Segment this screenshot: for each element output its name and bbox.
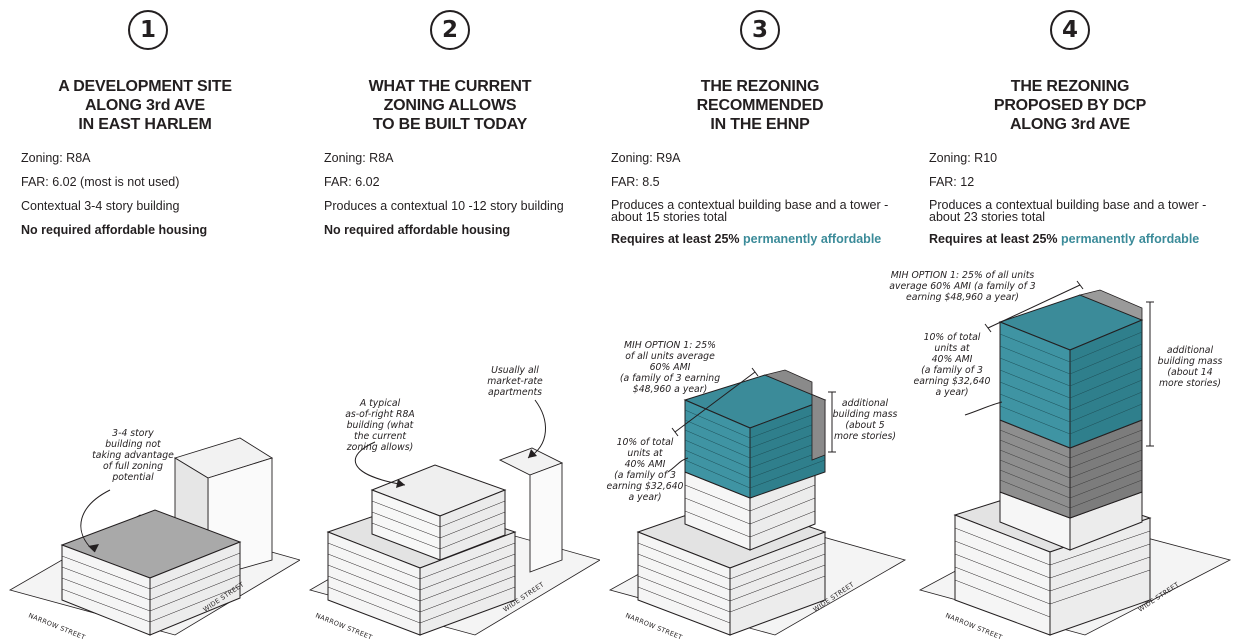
requirement-prefix: Requires at least 25% xyxy=(929,232,1062,246)
requirement-text: Requires at least 25% permanently afford… xyxy=(929,232,1234,247)
dimension-line-upper xyxy=(671,367,759,437)
callout-note-market-rate: Usually all market-rate apartments xyxy=(487,365,543,398)
callout-note-mih: MIH OPTION 1: 25% of all units average 6… xyxy=(619,340,721,395)
dimension-line-right xyxy=(1146,301,1154,447)
far-label: FAR: 6.02 (most is not used) xyxy=(21,175,180,189)
narrow-street-label: NARROW STREET xyxy=(624,611,683,639)
far-label: FAR: 6.02 xyxy=(324,175,380,189)
description-text: Contextual 3-4 story building xyxy=(21,199,180,213)
panel-3-title: THE REZONING RECOMMENDED IN THE EHNP xyxy=(696,78,824,133)
requirement-accent: permanently affordable xyxy=(743,232,882,246)
zoning-label: Zoning: R10 xyxy=(929,151,998,165)
step-number-2: 2 xyxy=(430,10,470,50)
requirement-text: No required affordable housing xyxy=(21,223,208,237)
step-number-1: 1 xyxy=(128,10,168,50)
description-text: Produces a contextual 10 -12 story build… xyxy=(324,199,564,213)
callout-note-additional: additional building mass (about 14 more … xyxy=(1157,345,1223,389)
additional-mass xyxy=(763,369,826,461)
arrow-head xyxy=(396,479,405,488)
site-building xyxy=(60,509,242,636)
panel-2-title: WHAT THE CURRENT ZONING ALLOWS TO BE BUI… xyxy=(368,78,532,133)
tower xyxy=(683,369,827,551)
narrow-street-label: NARROW STREET xyxy=(944,611,1003,639)
panel-4-facts: Zoning: R10 FAR: 12 Produces a contextua… xyxy=(929,151,1234,256)
affordable-mass-side xyxy=(1069,319,1143,449)
callout-arrow xyxy=(964,401,1003,416)
additional-mass-edge xyxy=(1078,289,1143,321)
panel-3: 3 THE REZONING RECOMMENDED IN THE EHNP Z… xyxy=(600,0,910,639)
building-diagram-3: NARROW STREET WIDE STREET xyxy=(608,367,907,639)
description-text: Produces a contextual building base and … xyxy=(611,198,889,224)
panel-4-title: THE REZONING PROPOSED BY DCP ALONG 3rd A… xyxy=(993,78,1147,133)
building-diagram-2: NARROW STREET WIDE STREET xyxy=(308,399,600,639)
r8a-upper-building xyxy=(370,464,507,561)
callout-arrow xyxy=(667,457,689,473)
requirement-text: Requires at least 25% permanently afford… xyxy=(611,232,911,247)
requirement-accent: permanently affordable xyxy=(1061,232,1200,246)
narrow-street-label: NARROW STREET xyxy=(27,611,86,639)
far-label: FAR: 8.5 xyxy=(611,175,660,189)
description-text: Produces a contextual building base and … xyxy=(929,198,1207,224)
dimension-line-right xyxy=(828,391,836,453)
dimension-line-upper xyxy=(984,280,1084,333)
affordable-mass-side xyxy=(749,399,826,499)
panel-2-facts: Zoning: R8A FAR: 6.02 Produces a context… xyxy=(324,151,599,247)
panel-2: 2 WHAT THE CURRENT ZONING ALLOWS TO BE B… xyxy=(300,0,600,639)
zoning-label: Zoning: R9A xyxy=(611,151,681,165)
panel-1-title: A DEVELOPMENT SITE ALONG 3rd AVE IN EAST… xyxy=(58,78,232,133)
callout-note: 3-4 story building not taking advantage … xyxy=(92,428,174,483)
zoning-label: Zoning: R8A xyxy=(324,151,394,165)
callout-note-additional: additional building mass (about 5 more s… xyxy=(832,398,898,442)
arrow-head xyxy=(88,544,99,552)
building-diagram-4: NARROW STREET WIDE STREET xyxy=(918,280,1232,639)
panel-3-facts: Zoning: R9A FAR: 8.5 Produces a contextu… xyxy=(611,151,911,256)
step-number-3: 3 xyxy=(740,10,780,50)
panel-4: 4 THE REZONING PROPOSED BY DCP ALONG 3rd… xyxy=(889,0,1234,639)
far-label: FAR: 12 xyxy=(929,175,975,189)
arrow-head-2 xyxy=(528,449,537,458)
callout-note-40ami: 10% of total units at 40% AMI (a family … xyxy=(913,332,991,398)
requirement-text: No required affordable housing xyxy=(324,223,511,237)
callout-note-r8a: A typical as-of-right R8A building (what… xyxy=(345,398,415,453)
panel-1-facts: Zoning: R8A FAR: 6.02 (most is not used)… xyxy=(21,151,291,247)
callout-note-40ami: 10% of total units at 40% AMI (a family … xyxy=(606,437,684,503)
panel-1: 1 A DEVELOPMENT SITE ALONG 3rd AVE IN EA… xyxy=(0,0,300,639)
neighbor-building xyxy=(498,447,564,573)
callout-note-mih: MIH OPTION 1: 25% of all units average 6… xyxy=(889,270,1036,303)
tower xyxy=(998,289,1144,551)
building-diagram-1: NARROW STREET WIDE STREET xyxy=(8,437,300,639)
narrow-street-label: NARROW STREET xyxy=(314,611,373,639)
callout-arrow xyxy=(80,489,111,553)
requirement-prefix: Requires at least 25% xyxy=(611,232,744,246)
step-number-4: 4 xyxy=(1050,10,1090,50)
zoning-label: Zoning: R8A xyxy=(21,151,91,165)
callout-arrow xyxy=(355,441,406,486)
